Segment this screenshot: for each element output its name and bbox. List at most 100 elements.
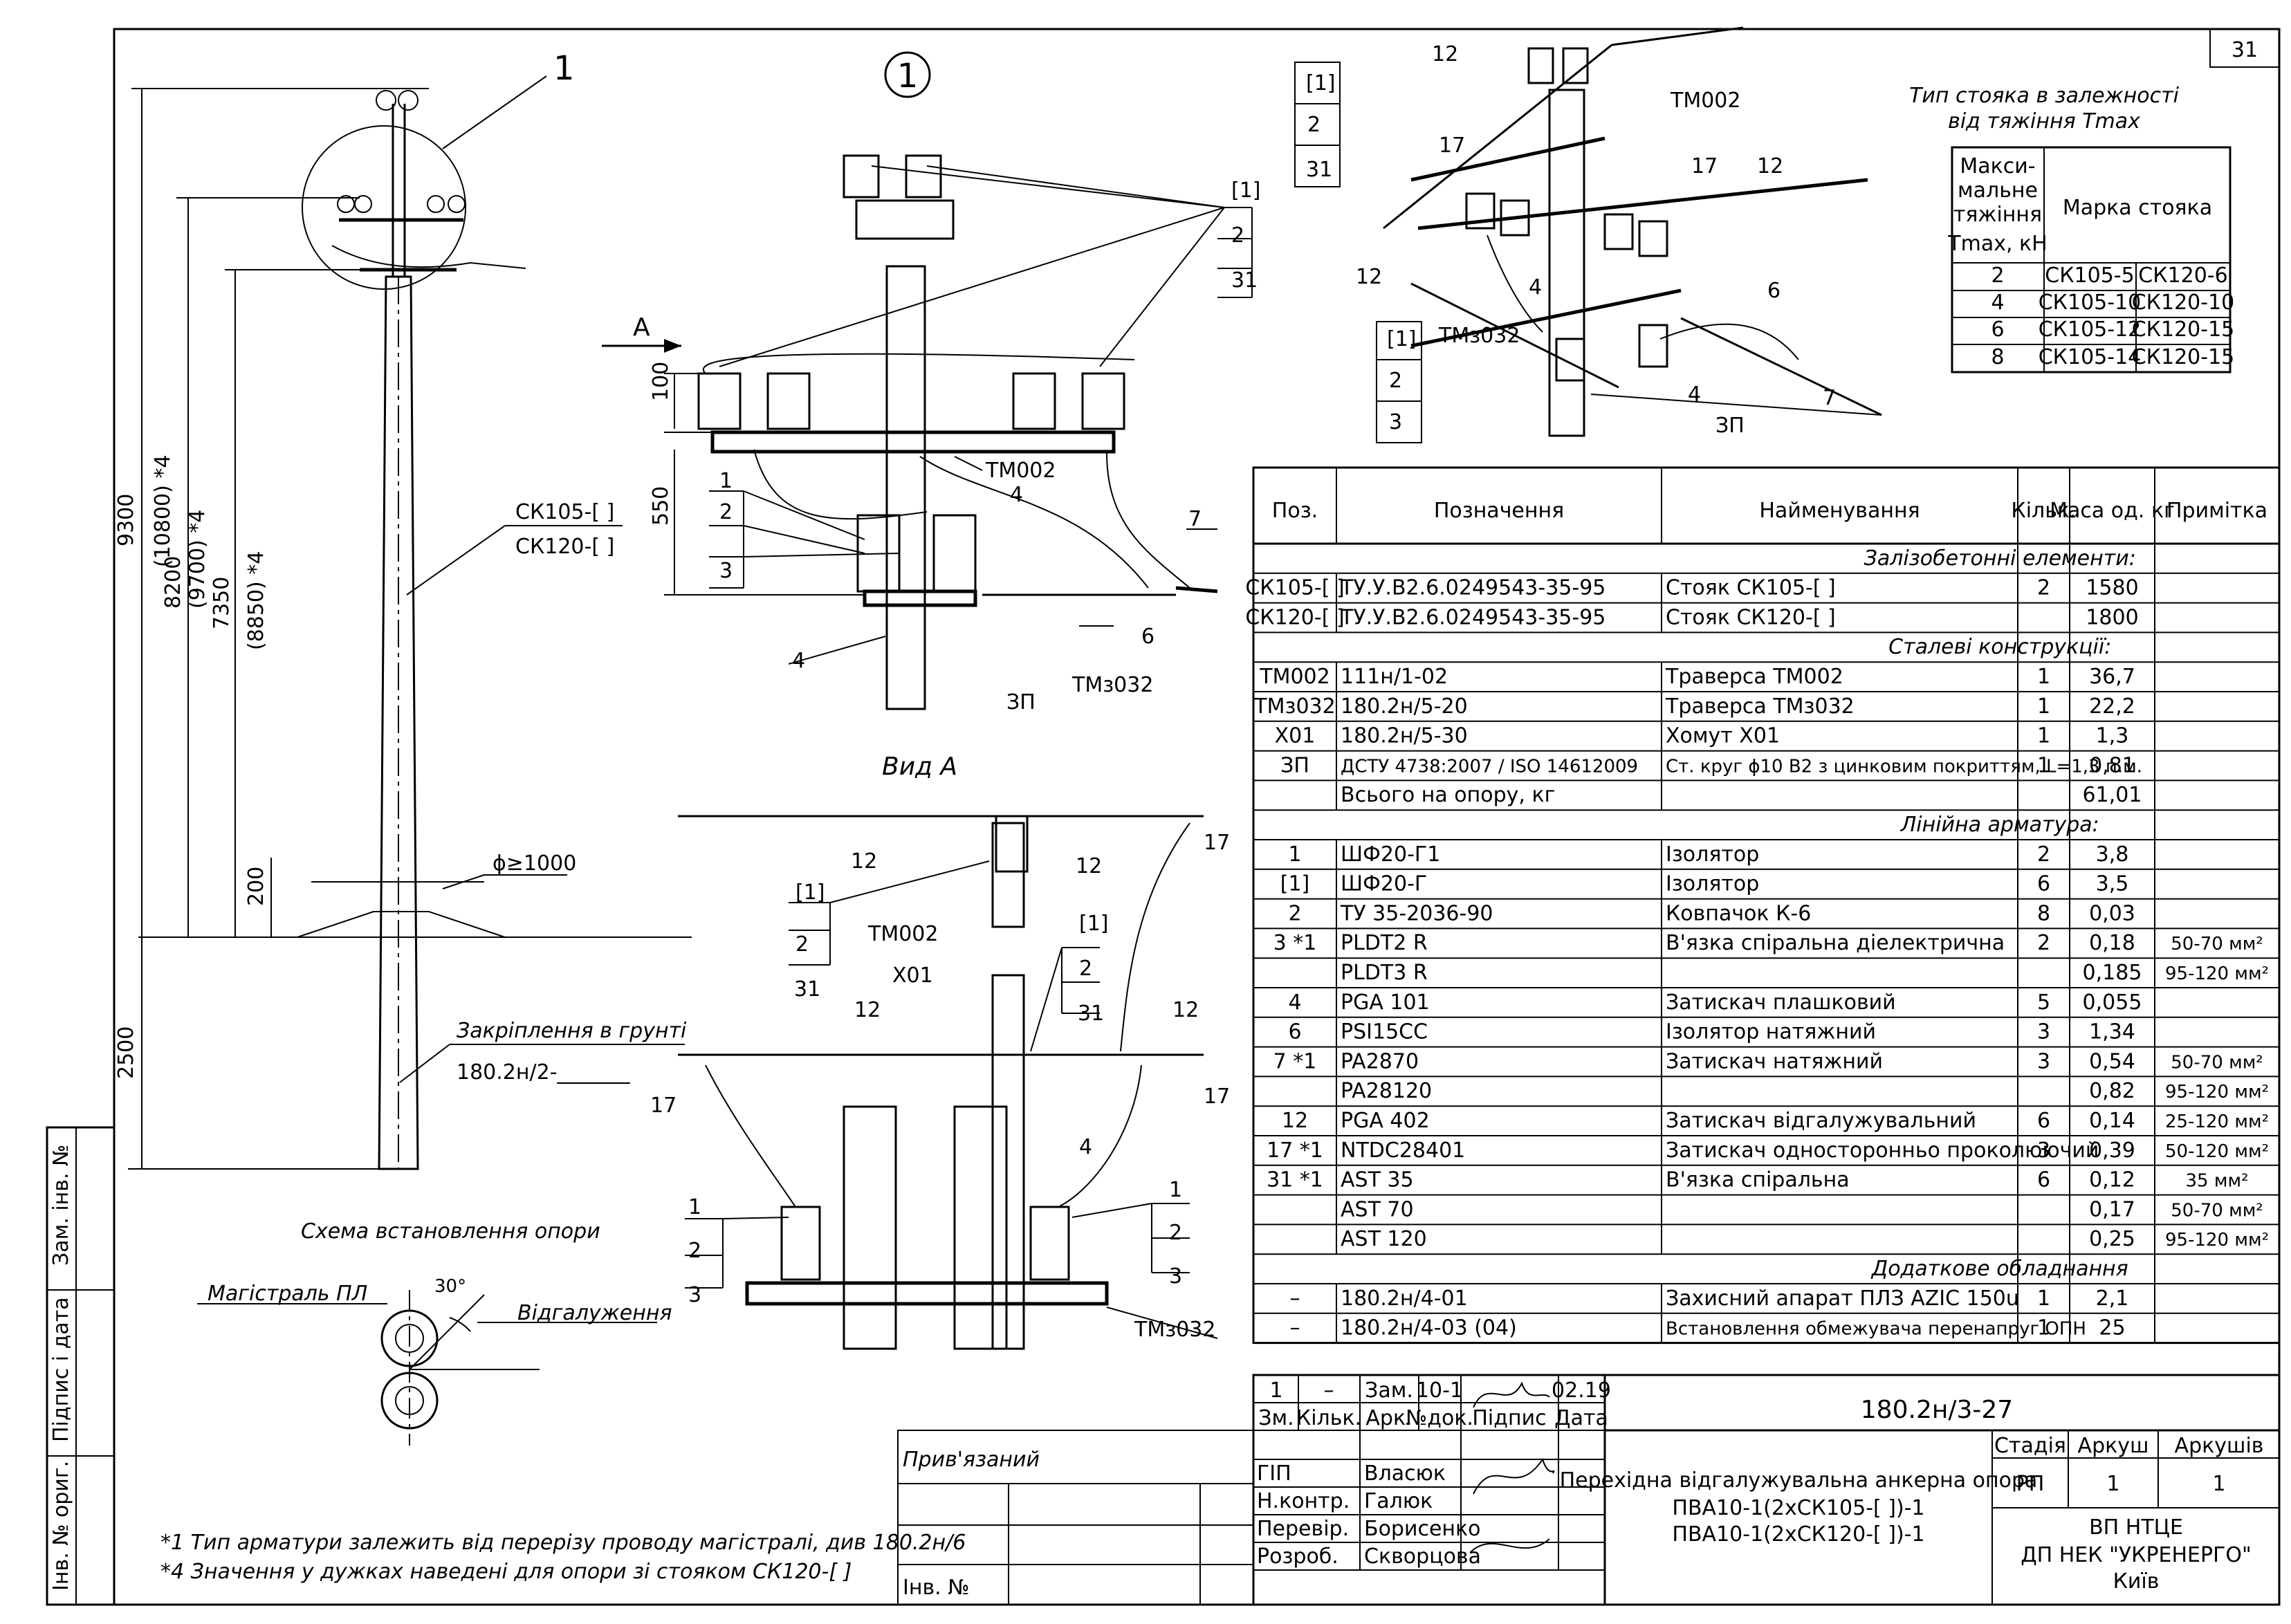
dim-200: 200 (244, 867, 268, 906)
spec-cell-col3: 6 (2037, 1109, 2050, 1133)
detail-callout: 1 (897, 57, 919, 95)
isometric-view: [1] 2 31 [1] 2 3 12 ТМ002 17 17 12 12 6 … (1294, 26, 1882, 443)
spec-cell-col4: 1580 (2086, 576, 2138, 600)
detail-label-pos2: 2 (719, 500, 733, 524)
branch-label: Відгалуження (517, 1301, 672, 1325)
detail-label-pos4: 4 (792, 649, 805, 673)
detail-label-pos6: 6 (1141, 625, 1154, 649)
main-line-label: Магістраль ПЛ (208, 1282, 367, 1306)
dim-8850: (8850) *4 (244, 551, 268, 650)
spec-cell-col5: 50-70 мм² (2171, 1052, 2263, 1073)
org-line-3: Київ (2113, 1569, 2160, 1594)
spec-cell-col0: 31 *1 (1267, 1168, 1323, 1192)
spec-cell-col1: PLDT2 R (1341, 931, 1428, 955)
va-label-17b: 17 (650, 1094, 677, 1118)
org-line-1: ВП НТЦЕ (2089, 1515, 2183, 1540)
spec-section-title: Залізобетонні елементи: (1864, 546, 2136, 571)
stamp-sign-date: Підпис і дата (49, 1297, 73, 1442)
spec-cell-col2: В'язка спіральна (1666, 1168, 1850, 1192)
spec-cell-col3: 1 (2037, 1316, 2050, 1340)
type-col1-l4: Tmax, кН (1947, 232, 2047, 256)
spec-cell-col2: Встановлення обмежувача перенапруг ОПН (1666, 1319, 2086, 1340)
spec-cell-col2: Стояк СК120-[ ] (1666, 605, 1836, 629)
spec-cell-col4: 0,82 (2089, 1079, 2135, 1103)
spec-cell-col5: 35 мм² (2186, 1171, 2249, 1192)
spec-cell-col0: ЗП (1280, 753, 1309, 777)
spec-cell-col4: 3,8 (2096, 842, 2129, 867)
installation-scheme: Схема встановлення опори Магістраль ПЛ В… (197, 1219, 672, 1446)
iso-label-17a: 17 (1439, 133, 1465, 158)
type-row-ck105: СК105-14 (2039, 345, 2142, 369)
ground-fix-label: Закріплення в грунті (457, 1019, 687, 1043)
spec-header: Поз. (1272, 499, 1318, 523)
va-label-12a: 12 (851, 849, 877, 874)
spec-cell-col2: В'язка спіральна діелектрична (1666, 931, 2005, 955)
spec-cell-col4: 0,18 (2089, 931, 2135, 955)
va-label-pos1a: 1 (688, 1195, 701, 1219)
dim-9300: 9300 (114, 494, 138, 546)
spec-cell-col1: Всього на опору, кг (1341, 783, 1555, 807)
sheet-value: 1 (2106, 1472, 2119, 1496)
spec-cell-col0: 3 *1 (1273, 931, 1317, 955)
va-label-1b: [1] (1079, 912, 1109, 936)
spec-cell-col1: PLDT3 R (1341, 961, 1428, 985)
va-label-2b: 2 (1079, 957, 1092, 981)
revision-header: Кільк. (1296, 1406, 1361, 1430)
va-label-4: 4 (1079, 1135, 1092, 1159)
va-label-31b: 31 (1078, 1002, 1104, 1026)
spec-cell-col4: 0,39 (2089, 1138, 2135, 1163)
va-label-1a: [1] (795, 880, 825, 905)
va-label-17a: 17 (1204, 831, 1230, 855)
bound-block: Прив'язаний Інв. № (897, 1430, 1254, 1605)
iso-label-17b: 17 (1691, 154, 1718, 178)
bound-label: Прив'язаний (903, 1448, 1040, 1472)
va-label-12c: 12 (854, 998, 881, 1022)
spec-cell-col4: 0,25 (2089, 1227, 2135, 1251)
revision-value: 1 (1269, 1378, 1282, 1403)
title-block: 180.2н/3-27 Перехідна відгалужувальна ан… (1252, 1374, 2281, 1606)
revision-header: Дата (1554, 1406, 1608, 1430)
spec-cell-col4: 2,1 (2096, 1286, 2129, 1311)
dim-2500: 2500 (114, 1026, 138, 1079)
type-table-title: Тип стояка в залежності (1909, 84, 2180, 108)
spec-cell-col0: ТМ002 (1259, 665, 1329, 689)
pole-label-ck105: СК105-[ ] (515, 500, 614, 524)
spec-cell-col4: 36,7 (2089, 665, 2135, 689)
spec-cell-col1: ДСТУ 4738:2007 / ISO 14612009 (1341, 756, 1638, 777)
spec-cell-col0: ТМз032 (1253, 694, 1335, 719)
dim-8200: 8200 (161, 556, 185, 609)
va-label-tmz032: ТМз032 (1134, 1318, 1215, 1342)
org-line-2: ДП НЕК "УКРЕНЕРГО" (2021, 1543, 2252, 1567)
spec-cell-col3: 1 (2037, 694, 2050, 719)
revision-header: Підпис (1472, 1406, 1546, 1430)
iso-label-2b: 2 (1389, 369, 1402, 393)
signer-role: Перевір. (1257, 1517, 1349, 1541)
detail-label-pos3: 3 (719, 559, 733, 583)
spec-cell-col1: PA28120 (1341, 1079, 1432, 1103)
spec-cell-col1: ШФ20-Г1 (1341, 842, 1440, 867)
spec-cell-col2: Ізолятор натяжний (1666, 1020, 1876, 1044)
stage-value: РП (2016, 1472, 2045, 1496)
type-col1-l3: тяжіння (1953, 203, 2042, 227)
spec-cell-col4: 1,34 (2089, 1020, 2135, 1044)
spec-cell-col1: ТУ.У.В2.6.0249543-35-95 (1340, 605, 1605, 629)
spec-header: Позначення (1434, 499, 1564, 523)
signer-name: Борисенко (1364, 1517, 1481, 1541)
detail-label-31: 31 (1231, 268, 1258, 293)
pole-view: 1 9300 (10800) *4 8200 (9700) *4 7350 (8… (114, 49, 692, 1170)
dim-100: 100 (649, 362, 673, 401)
iso-label-31: 31 (1306, 158, 1332, 182)
va-label-pos3b: 3 (1169, 1264, 1182, 1289)
iso-label-12a: 12 (1432, 42, 1458, 66)
spec-cell-col2: Хомут Х01 (1666, 724, 1780, 748)
spec-cell-col4: 0,17 (2089, 1197, 2135, 1221)
spec-cell-col3: 1 (2037, 1286, 2050, 1311)
spec-cell-col4: 25 (2099, 1316, 2125, 1340)
detail-label-1: [1] (1231, 178, 1261, 203)
spec-cell-col1: AST 70 (1341, 1197, 1414, 1221)
signer-name: Скворцова (1364, 1544, 1481, 1569)
spec-header: Маса од. кг (2050, 499, 2175, 523)
iso-label-4a: 4 (1529, 275, 1542, 299)
iso-label-zp: ЗП (1715, 414, 1745, 438)
